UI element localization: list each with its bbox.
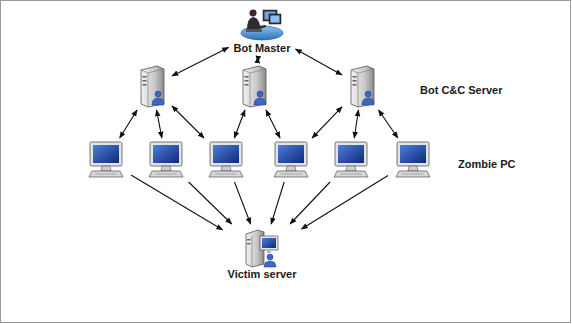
pc-icon — [271, 140, 311, 180]
connector-arrow — [120, 110, 137, 138]
zombie-pc — [143, 140, 189, 180]
connector-arrow — [234, 110, 245, 138]
connector-arrow — [172, 47, 229, 76]
pc-icon — [146, 140, 186, 180]
group-label: Zombie PC — [458, 158, 515, 171]
connector-arrow — [266, 110, 280, 138]
connector-arrow — [257, 57, 259, 62]
master-icon — [239, 6, 285, 42]
pc-icon — [206, 140, 246, 180]
connector-arrow — [189, 182, 232, 224]
connector-arrow — [312, 107, 342, 138]
connector-arrow — [302, 175, 389, 229]
connector-arrow — [234, 182, 250, 224]
zombie-pc — [390, 140, 436, 180]
server-icon — [137, 64, 167, 108]
node-label: Victim server — [228, 268, 297, 281]
group-label: Bot C&C Server — [420, 84, 503, 97]
connector-arrow — [157, 110, 162, 138]
connector-arrow — [354, 110, 358, 138]
zombie-pc — [268, 140, 314, 180]
victim-icon — [243, 226, 281, 268]
node-label: Bot Master — [234, 42, 291, 55]
connector-arrow — [379, 110, 398, 138]
connector-arrow — [290, 182, 330, 224]
zombie-pc — [83, 140, 129, 180]
zombie-pc — [203, 140, 249, 180]
pc-icon — [331, 140, 371, 180]
cc-server — [236, 64, 272, 108]
connector-arrow — [271, 182, 284, 224]
pc-icon — [86, 140, 126, 180]
connector-arrow — [172, 106, 204, 138]
victim-server: Victim server — [225, 226, 300, 281]
connector-arrow — [296, 49, 343, 75]
zombie-pc — [328, 140, 374, 180]
bot-master: Bot Master — [231, 6, 294, 55]
server-icon — [347, 64, 377, 108]
server-icon — [239, 64, 269, 108]
cc-server — [134, 64, 170, 108]
pc-icon — [393, 140, 433, 180]
cc-server — [344, 64, 380, 108]
